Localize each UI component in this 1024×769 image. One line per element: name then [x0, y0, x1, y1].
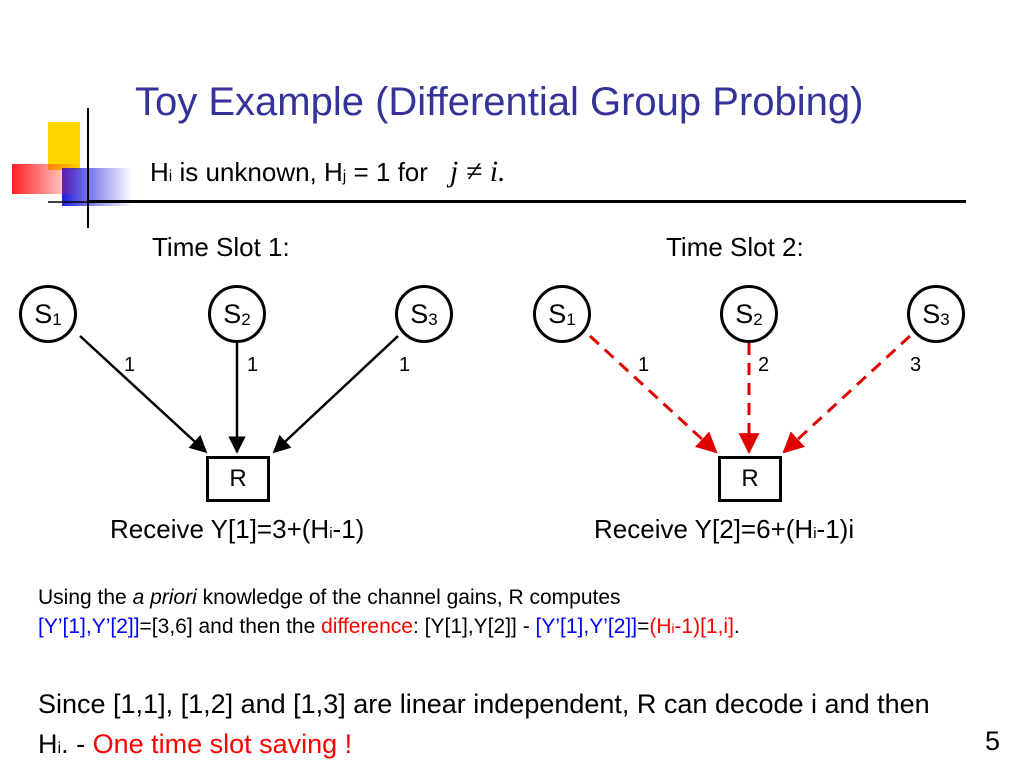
receiver-slot1: R — [206, 456, 270, 502]
edge-label-s1-slot2: 1 — [638, 354, 650, 376]
condition-formula: j ≠ i. — [449, 155, 506, 188]
receive-eq-slot1: Receive Y[1]=3+(Hi-1) — [110, 514, 365, 544]
edge-s3-r-slot1 — [272, 335, 399, 454]
edge-label-s1-slot1: 1 — [124, 354, 136, 376]
edge-label-s2-slot1: 1 — [247, 354, 259, 376]
explanation-paragraph: Using the a priori knowledge of the chan… — [38, 586, 740, 638]
edge-s1-r-slot1 — [79, 335, 208, 454]
receive-eq-slot2: Receive Y[2]=6+(Hi-1)i — [594, 514, 855, 544]
slide-title: Toy Example (Differential Group Probing) — [135, 80, 864, 124]
time-slot-1-label: Time Slot 1: — [152, 232, 290, 262]
edge-label-s3-slot2: 3 — [910, 354, 922, 376]
receiver-slot2: R — [718, 456, 782, 502]
edge-label-s3-slot1: 1 — [399, 354, 411, 376]
title-rule — [88, 200, 966, 203]
decorative-logo — [12, 108, 140, 228]
edge-s3-r-slot2 — [782, 334, 912, 454]
page-number: 5 — [985, 726, 1001, 756]
edge-s1-r-slot2 — [588, 334, 718, 454]
edge-label-s2-slot2: 2 — [758, 354, 770, 376]
time-slot-2-label: Time Slot 2: — [666, 232, 804, 262]
conclusion-paragraph: Since [1,1], [1,2] and [1,3] are linear … — [38, 689, 930, 759]
